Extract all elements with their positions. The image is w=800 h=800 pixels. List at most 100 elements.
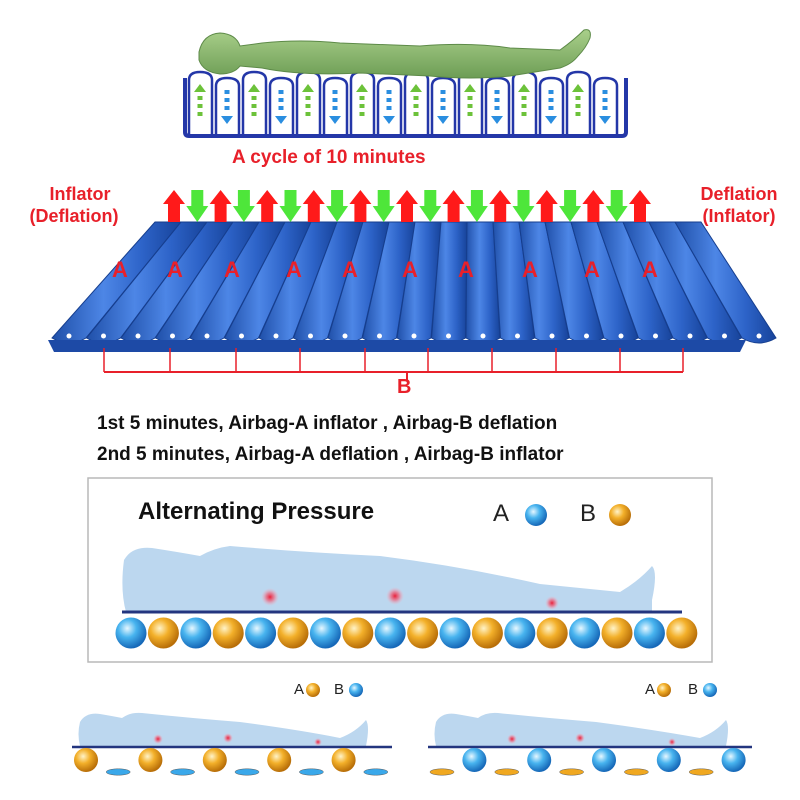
ball-b (407, 617, 439, 649)
br-legend-b-label: B (688, 681, 699, 698)
inflate-arrow (256, 190, 279, 222)
legend-b-ball (703, 683, 717, 697)
flow-dash (602, 90, 608, 94)
flow-arrow-down (437, 116, 449, 124)
flow-dash (413, 104, 419, 108)
pressure-point (223, 733, 233, 743)
deflate-arrow (465, 190, 488, 222)
cycle-caption: A cycle of 10 minutes (232, 147, 426, 168)
flow-dash (602, 98, 608, 102)
ball-a (504, 617, 536, 649)
inflated-ball (331, 748, 356, 772)
airbag-a-letter: A (522, 257, 538, 282)
inflated-ball (721, 748, 746, 772)
tube-vent (66, 333, 72, 339)
deflate-arrow (326, 190, 349, 222)
flow-arrow-up (248, 84, 260, 92)
top-figure (183, 29, 628, 138)
pressure-point (386, 587, 404, 605)
inflated-ball (527, 748, 552, 772)
deflate-arrow (512, 190, 535, 222)
airbag-a-letter: A (167, 257, 183, 282)
tube-vent (204, 333, 210, 339)
flow-arrow-up (410, 84, 422, 92)
pressure-point (153, 734, 163, 744)
mattress-tubes (48, 221, 777, 352)
legend-b-label: B (580, 500, 597, 527)
flow-dash (494, 106, 500, 110)
step-line-2: 2nd 5 minutes, Airbag-A deflation , Airb… (97, 444, 564, 465)
inflate-arrow (163, 190, 185, 222)
tube-vent (135, 333, 141, 339)
ball-a (115, 617, 147, 649)
ball-a (633, 617, 665, 649)
flow-dash (251, 96, 257, 100)
deflated-ball (559, 768, 584, 776)
legend-a-label: A (493, 500, 510, 527)
inflate-arrow (442, 190, 465, 222)
flow-dash (521, 112, 527, 116)
airbag-b-bracket (103, 348, 684, 380)
inflate-arrow (489, 190, 512, 222)
phase-ball-row-right (429, 748, 746, 776)
phase-diagram-right (428, 683, 752, 776)
airbag-a-letter: A (112, 257, 128, 282)
right-label-inflator: (Inflator) (702, 206, 776, 226)
flow-dash (521, 96, 527, 100)
flow-dash (467, 112, 473, 116)
flow-dash (305, 96, 311, 100)
flow-arrow-up (194, 84, 206, 92)
deflated-ball (234, 768, 260, 776)
flow-dash (548, 106, 554, 110)
inflated-ball (267, 748, 292, 772)
flow-arrow-up (518, 84, 530, 92)
left-label-inflator: Inflator (49, 184, 111, 204)
ball-a (245, 617, 277, 649)
tube-vent (653, 333, 658, 339)
flow-dash (602, 106, 608, 110)
tube-vent (377, 333, 382, 339)
flow-dash (332, 106, 338, 110)
air-cell (187, 70, 214, 134)
airbag-a-letter: A (342, 257, 358, 282)
body-silhouette-large (122, 546, 655, 612)
alternating-ball-row (115, 617, 698, 649)
deflated-ball (363, 768, 389, 776)
inflated-ball (592, 748, 616, 772)
flow-dash (440, 106, 446, 110)
ball-b (536, 617, 568, 649)
deflated-ball (429, 768, 455, 776)
deflate-arrow (419, 190, 442, 222)
flow-arrow-down (491, 116, 503, 124)
tube-vent (584, 333, 589, 339)
airbag-a-letter: A (402, 257, 418, 282)
inflate-arrow (582, 190, 605, 222)
deflated-ball (494, 768, 520, 776)
flow-dash (224, 98, 230, 102)
mattress-base (48, 340, 746, 352)
flow-dash (224, 106, 230, 110)
right-label-deflation: Deflation (700, 184, 778, 204)
flow-dash (575, 104, 581, 108)
air-cells-row (187, 70, 619, 134)
ball-a (309, 617, 341, 649)
pressure-point (545, 596, 559, 610)
inflate-arrow (535, 190, 558, 222)
flow-dash (494, 98, 500, 102)
tube-vent (308, 333, 313, 339)
tube-vent (446, 333, 451, 339)
phase-diagram-left (72, 683, 392, 776)
flow-dash (386, 90, 392, 94)
inflated-ball (202, 748, 227, 772)
tube-vent (756, 333, 762, 339)
flow-arrow-down (221, 116, 233, 124)
flow-arrow-up (302, 84, 314, 92)
tube-vent (239, 333, 244, 339)
deflate-arrow (605, 190, 628, 222)
flow-dash (359, 112, 365, 116)
flow-dash (305, 112, 311, 116)
air-cell (295, 70, 322, 134)
legend-a-ball (657, 683, 671, 697)
